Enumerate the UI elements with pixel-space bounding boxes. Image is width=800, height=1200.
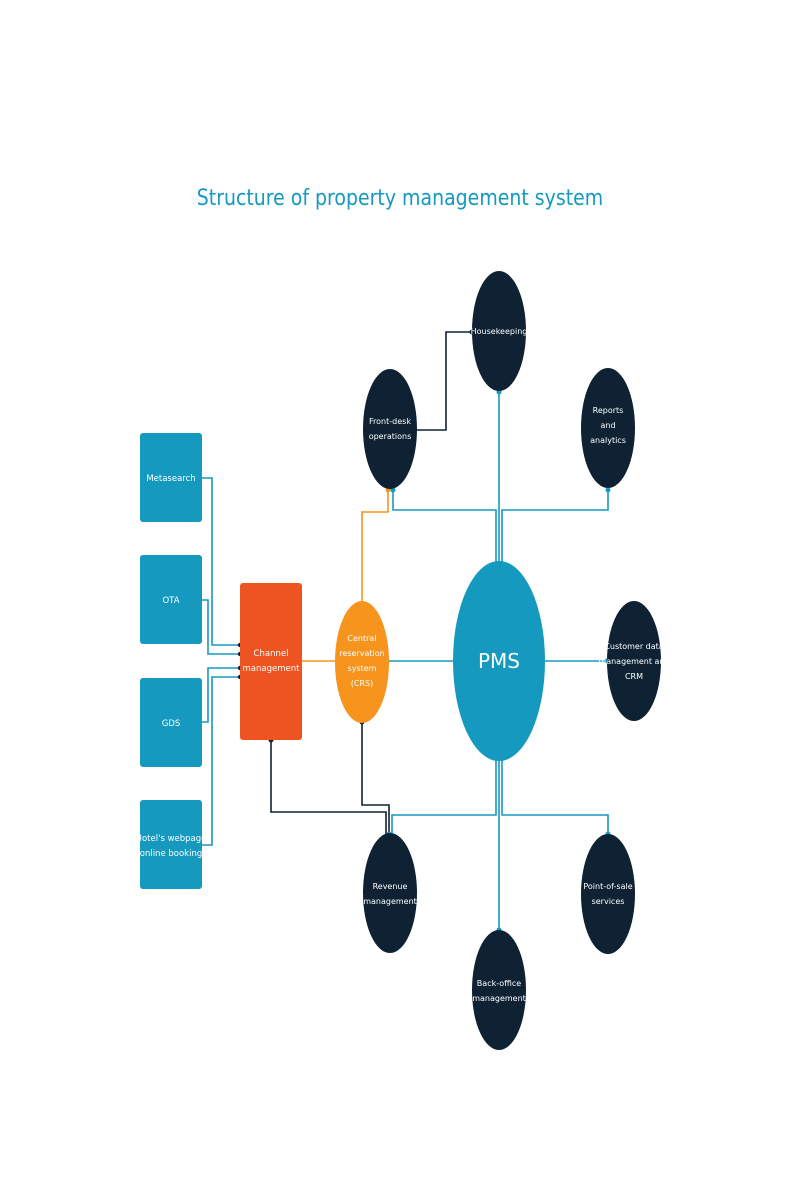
module-label-line-2: management bbox=[472, 994, 526, 1003]
connector-metasearch-channel bbox=[202, 477, 240, 646]
source-box-gds: GDS bbox=[140, 678, 202, 767]
module-label-line-3: CRM bbox=[625, 672, 643, 681]
source-box-metasearch: Metasearch bbox=[140, 433, 202, 522]
module-label-line-3: analytics bbox=[590, 436, 626, 445]
source-label-line-2: online booking bbox=[140, 849, 203, 859]
module-label-line-1: Back-office bbox=[477, 979, 521, 988]
module-housekeeping: Housekeeping bbox=[471, 271, 528, 391]
module-label: Housekeeping bbox=[471, 327, 528, 336]
module-label-line-1: Reports bbox=[593, 406, 624, 415]
crs-label-line-1: Central bbox=[347, 634, 376, 643]
connector-frontdesk-housekeeping bbox=[417, 331, 472, 431]
module-label-line-2: services bbox=[592, 897, 625, 906]
connector-ota-channel bbox=[202, 599, 240, 655]
connector-gds-channel bbox=[202, 667, 240, 723]
source-label-line-1: Hotel's webpage bbox=[136, 834, 207, 844]
connector-pms-revenue bbox=[391, 760, 497, 834]
diagram-title: Structure of property management system bbox=[196, 186, 604, 211]
crs-label-line-4: (CRS) bbox=[351, 679, 373, 688]
connector-pms-reports bbox=[501, 490, 609, 562]
dot-reports-bottom bbox=[605, 487, 611, 493]
pms-label: PMS bbox=[478, 649, 520, 673]
module-point-of-sale: Point-of-sale services bbox=[581, 834, 635, 954]
connector-webpage-channel bbox=[202, 676, 240, 846]
module-nodes: Housekeeping Front-desk operations Repor… bbox=[363, 271, 670, 1050]
source-boxes: Metasearch OTA GDS Hotel's webpage onlin… bbox=[136, 433, 207, 889]
connector-crs-revenue bbox=[361, 722, 390, 834]
channel-management-box: Channel management bbox=[240, 583, 302, 740]
module-label-line-1: Point-of-sale bbox=[583, 882, 632, 891]
source-label: Metasearch bbox=[146, 474, 195, 484]
module-label-line-1: Revenue bbox=[373, 882, 408, 891]
module-label-line-2: management bbox=[363, 897, 417, 906]
module-label-line-2: management and bbox=[598, 657, 669, 666]
crs-label-line-2: reservation bbox=[339, 649, 384, 658]
connector-pms-pos bbox=[501, 760, 609, 834]
module-back-office: Back-office management bbox=[472, 930, 526, 1050]
module-revenue: Revenue management bbox=[363, 833, 417, 953]
connector-crs-frontdesk bbox=[361, 490, 389, 604]
channel-label-line-1: Channel bbox=[254, 649, 289, 659]
source-label: GDS bbox=[162, 719, 181, 729]
module-front-desk: Front-desk operations bbox=[363, 369, 417, 489]
crs-label-line-3: system bbox=[348, 664, 377, 673]
module-reports: Reports and analytics bbox=[581, 368, 635, 488]
module-label-line-2: operations bbox=[369, 432, 412, 441]
source-box-hotel-webpage: Hotel's webpage online booking bbox=[136, 800, 207, 889]
connector-channel-revenue bbox=[270, 740, 387, 834]
connector-pms-frontdesk bbox=[392, 490, 497, 562]
crs-node: Central reservation system (CRS) bbox=[335, 601, 389, 723]
pms-node: PMS bbox=[453, 561, 545, 761]
channel-label-line-2: management bbox=[243, 664, 301, 674]
module-label-line-1: Customer data bbox=[604, 642, 664, 651]
module-label-line-2: and bbox=[600, 421, 615, 430]
source-label: OTA bbox=[162, 596, 179, 606]
module-customer-data: Customer data management and CRM bbox=[598, 601, 670, 721]
connectors bbox=[202, 331, 609, 930]
module-label-line-1: Front-desk bbox=[369, 417, 411, 426]
source-box-ota: OTA bbox=[140, 555, 202, 644]
